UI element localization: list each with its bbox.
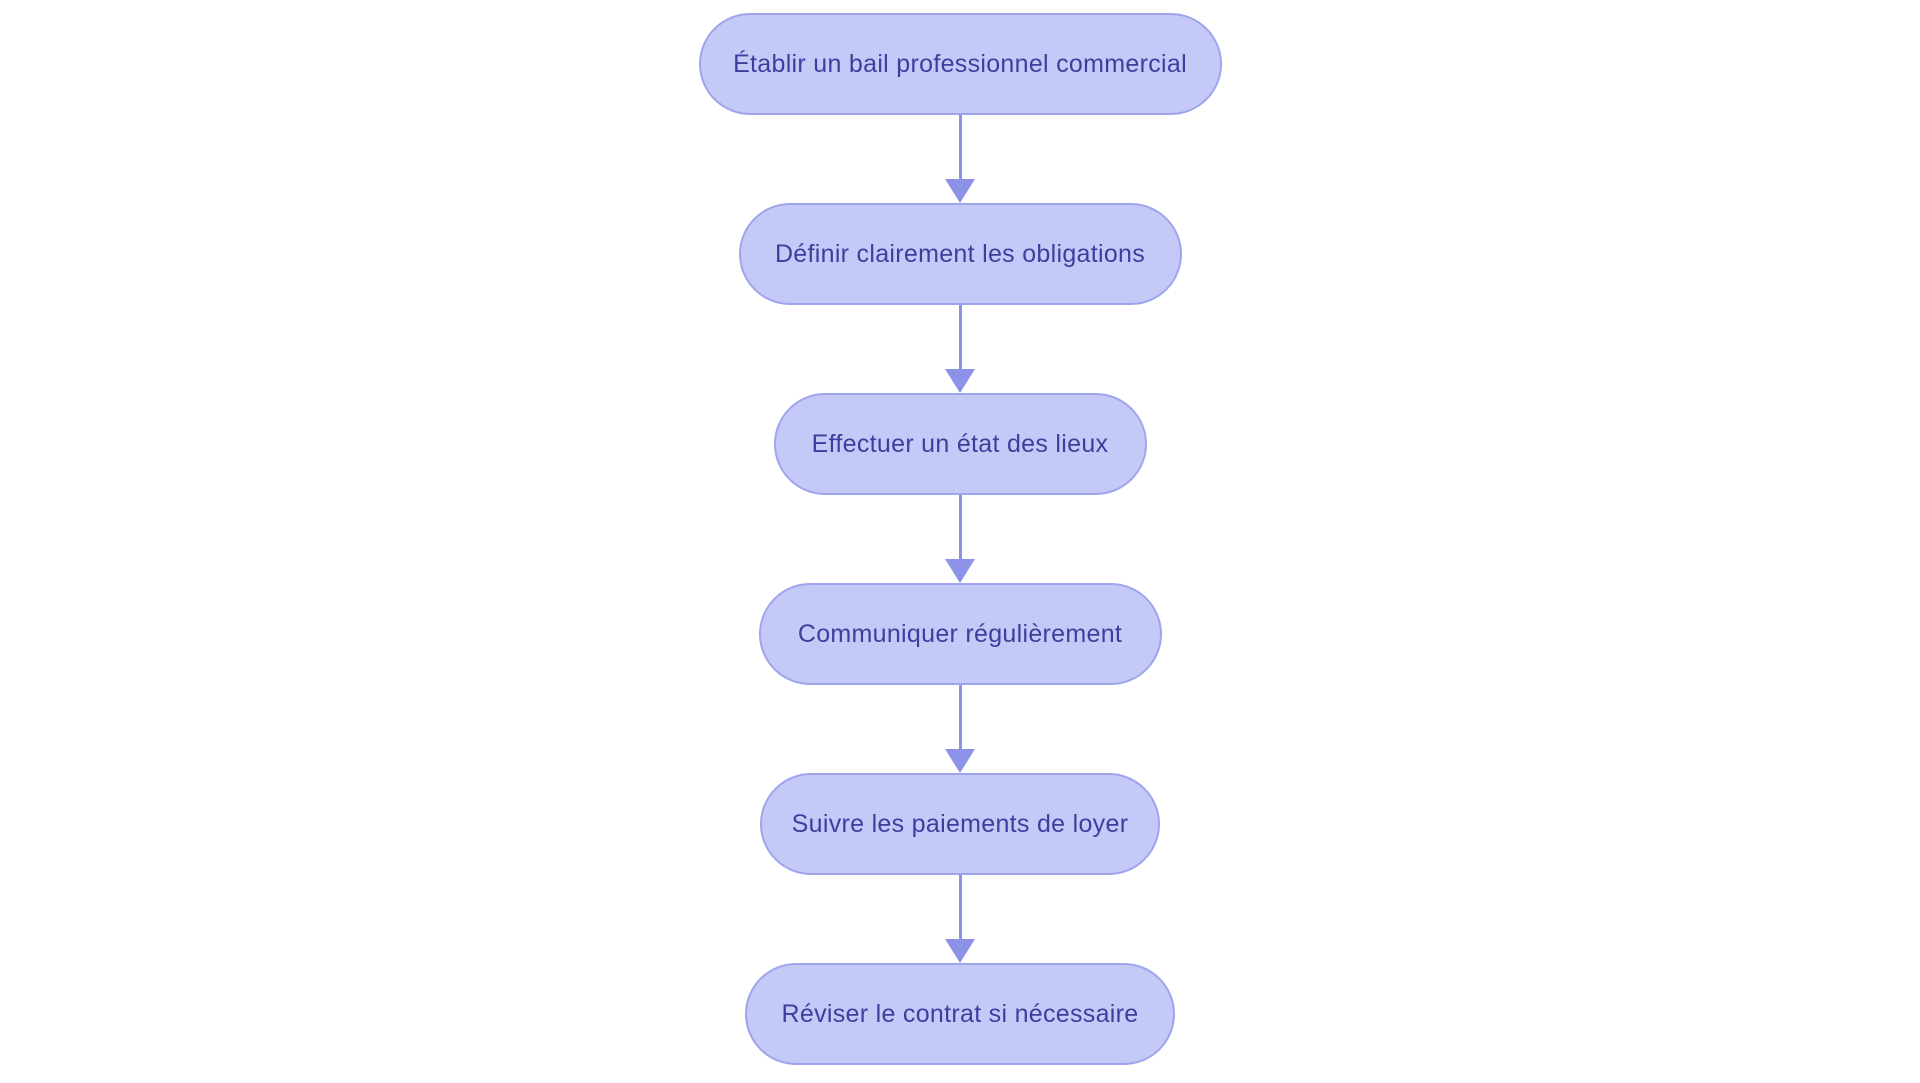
flow-arrow-5: [944, 875, 976, 963]
flow-node-1: Établir un bail professionnel commercial: [698, 13, 1222, 115]
arrow-head-icon: [945, 179, 975, 203]
arrow-line: [958, 685, 962, 750]
flow-node-1-label: Établir un bail professionnel commercial: [733, 49, 1187, 78]
arrow-head-icon: [945, 559, 975, 583]
flow-node-2-label: Définir clairement les obligations: [774, 239, 1146, 268]
arrow-line: [958, 305, 962, 370]
arrow-line: [958, 875, 962, 940]
arrow-line: [958, 495, 962, 560]
arrow-head-icon: [945, 369, 975, 393]
flow-node-2: Définir clairement les obligations: [738, 203, 1182, 305]
flow-arrow-4: [944, 685, 976, 773]
flow-arrow-1: [944, 115, 976, 203]
flow-node-4: Communiquer régulièrement: [758, 583, 1162, 685]
flow-arrow-2: [944, 305, 976, 393]
flow-node-3: Effectuer un état des lieux: [773, 393, 1147, 495]
flow-arrow-3: [944, 495, 976, 583]
arrow-head-icon: [945, 939, 975, 963]
arrow-line: [958, 115, 962, 180]
flow-node-6: Réviser le contrat si nécessaire: [745, 963, 1175, 1065]
flow-node-6-label: Réviser le contrat si nécessaire: [781, 999, 1139, 1028]
flow-node-3-label: Effectuer un état des lieux: [811, 429, 1109, 458]
flow-node-5-label: Suivre les paiements de loyer: [791, 809, 1129, 838]
arrow-head-icon: [945, 749, 975, 773]
flow-node-5: Suivre les paiements de loyer: [760, 773, 1160, 875]
flow-node-4-label: Communiquer régulièrement: [797, 619, 1123, 648]
